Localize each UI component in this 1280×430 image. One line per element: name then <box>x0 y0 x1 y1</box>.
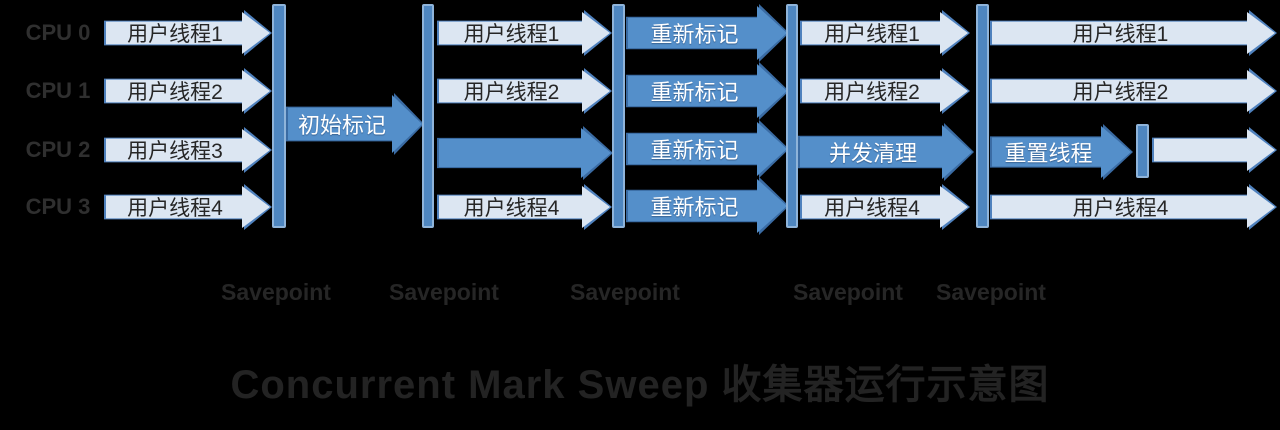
concurrent-mark-arrow <box>437 126 613 180</box>
user-thread-label: 用户线程4 <box>1072 197 1169 220</box>
stw-barrier-3 <box>612 4 625 228</box>
savepoint-label-4: Savepoint <box>793 279 903 305</box>
user-thread-label: 用户线程4 <box>127 197 223 220</box>
diagram-title: Concurrent Mark Sweep 收集器运行示意图 <box>230 363 1050 407</box>
user-thread-label: 用户线程4 <box>824 197 920 220</box>
user-thread-label: 用户线程2 <box>463 81 560 104</box>
user-thread-label: 用户线程1 <box>1072 23 1169 46</box>
user-thread-arrow: 用户线程4 <box>437 184 612 230</box>
savepoint-label-5: Savepoint <box>936 279 1046 305</box>
concurrent-sweep-arrow: 并发清理 <box>798 123 974 181</box>
user-thread-label: 用户线程1 <box>127 23 223 46</box>
remark-label: 重新标记 <box>650 138 739 163</box>
user-thread-label: 用户线程3 <box>127 140 223 163</box>
cpu-label-3: CPU 3 <box>25 194 91 219</box>
user-thread-label: 用户线程1 <box>463 23 560 46</box>
remark-arrow: 重新标记 <box>626 4 789 62</box>
resumed-thread-arrow <box>1152 127 1277 173</box>
savepoint-label-1: Savepoint <box>221 279 331 305</box>
user-thread-label: 用户线程2 <box>127 81 223 104</box>
remark-label: 重新标记 <box>650 22 739 47</box>
user-thread-arrow: 用户线程1 <box>990 10 1277 56</box>
savepoint-label-3: Savepoint <box>570 279 680 305</box>
user-thread-arrow: 用户线程1 <box>437 10 612 56</box>
user-thread-label: 用户线程2 <box>1072 81 1169 104</box>
user-thread-arrow: 用户线程4 <box>990 184 1277 230</box>
user-thread-arrow: 用户线程4 <box>800 184 970 230</box>
concurrent-sweep-label: 并发清理 <box>828 141 917 166</box>
user-thread-label: 用户线程4 <box>463 197 560 220</box>
savepoint-label-2: Savepoint <box>389 279 499 305</box>
remark-arrow: 重新标记 <box>626 177 789 235</box>
user-thread-arrow: 用户线程4 <box>104 184 272 230</box>
remark-label: 重新标记 <box>650 195 739 220</box>
concurrent-mark-label <box>437 126 613 180</box>
cpu-label-1: CPU 1 <box>25 78 91 103</box>
user-thread-arrow: 用户线程3 <box>104 127 272 173</box>
user-thread-arrow: 用户线程2 <box>104 68 272 114</box>
user-thread-arrow: 用户线程2 <box>437 68 612 114</box>
remark-label: 重新标记 <box>650 80 739 105</box>
user-thread-label: 用户线程2 <box>824 81 920 104</box>
remark-arrow: 重新标记 <box>626 62 789 120</box>
stw-barrier-2 <box>422 4 434 228</box>
remark-arrow: 重新标记 <box>626 120 789 178</box>
initial-mark-arrow: 初始标记 <box>286 93 424 155</box>
user-thread-arrow: 用户线程2 <box>990 68 1277 114</box>
stw-barrier-4 <box>786 4 798 228</box>
initial-mark-label: 初始标记 <box>297 113 386 138</box>
user-thread-arrow: 用户线程1 <box>800 10 970 56</box>
user-thread-arrow: 用户线程1 <box>104 10 272 56</box>
reset-thread-arrow: 重置线程 <box>990 124 1133 180</box>
stw-barrier-5 <box>976 4 989 228</box>
thread-pause-bar <box>1136 124 1149 178</box>
stw-barrier-1 <box>272 4 286 228</box>
user-thread-label: 用户线程1 <box>824 23 920 46</box>
cpu-label-0: CPU 0 <box>25 20 91 45</box>
cpu-label-2: CPU 2 <box>25 137 91 162</box>
user-thread-arrow: 用户线程2 <box>800 68 970 114</box>
reset-thread-label: 重置线程 <box>1004 141 1093 166</box>
